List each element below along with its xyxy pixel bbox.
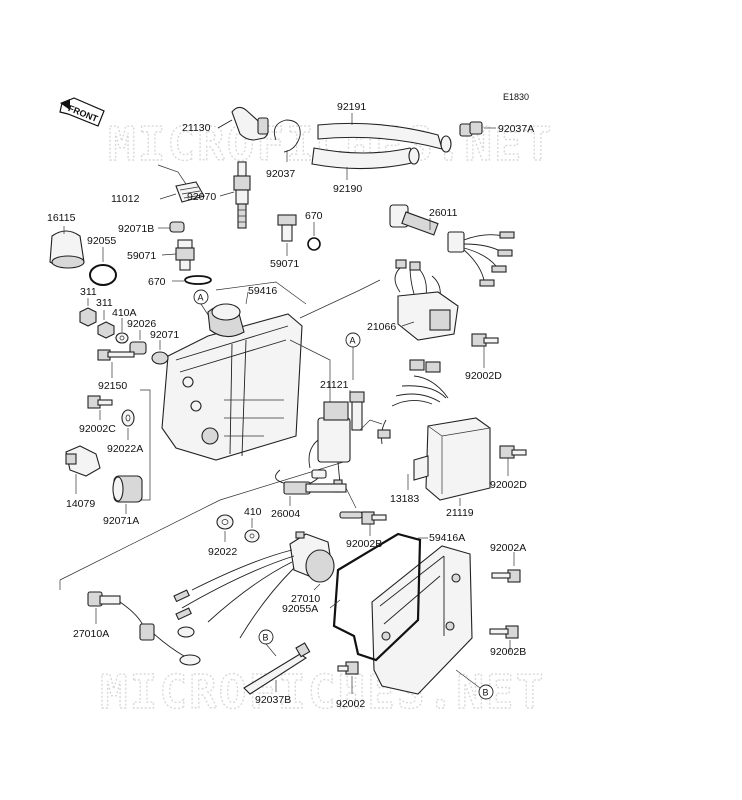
- label-27010A: 27010A: [73, 628, 109, 640]
- o-ring-670-left-icon: [184, 275, 212, 285]
- bolt-92002B-upper-icon: [361, 511, 387, 525]
- label-16115: 16115: [47, 212, 76, 224]
- label-26011: 26011: [429, 207, 458, 219]
- label-92191: 92191: [337, 101, 366, 113]
- label-92002C: 92002C: [79, 423, 116, 435]
- label-92071B: 92071B: [118, 223, 154, 235]
- sensor-27010A-icon: [87, 591, 201, 666]
- o-ring-92055-icon: [89, 264, 117, 286]
- label-670-right: 670: [305, 210, 323, 222]
- washer-410A-icon: [115, 332, 129, 344]
- label-410: 410: [244, 506, 262, 518]
- cap-16115-icon: [49, 230, 85, 269]
- svg-text:B: B: [483, 688, 489, 698]
- washer-92022-icon: [216, 514, 234, 530]
- collar-92026-icon: [129, 341, 147, 355]
- label-92070: 92070: [187, 191, 216, 203]
- label-92055A: 92055A: [282, 603, 318, 615]
- cover-59416A-icon: [371, 545, 473, 695]
- ref-b-right: B: [478, 684, 494, 700]
- label-311-b: 311: [96, 297, 113, 309]
- cushion-92071A-icon: [112, 475, 143, 503]
- label-59071-right: 59071: [270, 258, 299, 270]
- washer-410-icon: [244, 529, 260, 543]
- label-13183: 13183: [390, 493, 419, 505]
- label-21121: 21121: [320, 379, 349, 391]
- washer-92022A-icon: [121, 409, 135, 427]
- clamp-92037-icon: [273, 119, 301, 162]
- label-92002A: 92002A: [490, 542, 526, 554]
- label-92002D-upper: 92002D: [465, 370, 502, 382]
- svg-text:A: A: [198, 293, 204, 303]
- label-59071-left: 59071: [127, 250, 156, 262]
- svg-text:A: A: [350, 336, 356, 346]
- bolt-92002B-lower-icon: [489, 625, 519, 639]
- switch-26011-icon: [389, 204, 515, 287]
- hose-92191-icon: [317, 122, 452, 153]
- grommet-92071B-icon: [169, 221, 185, 233]
- label-59416: 59416: [248, 285, 277, 297]
- label-27010: 27010: [291, 593, 320, 605]
- label-92037B: 92037B: [255, 694, 291, 706]
- diagram-code: E1830: [503, 92, 529, 102]
- electrical-box-59416-icon: [161, 281, 307, 461]
- grommet-92071-icon: [151, 351, 169, 365]
- label-92002D-lower: 92002D: [490, 479, 527, 491]
- strap-92037B-icon: [243, 642, 311, 695]
- label-59416A: 59416A: [429, 532, 465, 544]
- air-filter-11012-icon: [175, 181, 205, 203]
- front-arrow-icon: FRONT: [59, 97, 105, 127]
- clamp-92037A-icon: [459, 121, 483, 137]
- label-92022A: 92022A: [107, 443, 143, 455]
- label-26004: 26004: [271, 508, 300, 520]
- bolt-92002A-icon: [491, 569, 521, 583]
- hose-92190-icon: [311, 147, 420, 170]
- probe-26004-tip-icon: [339, 511, 363, 519]
- gasket-92055A-icon: [332, 532, 422, 662]
- label-92190: 92190: [333, 183, 362, 195]
- label-92055: 92055: [87, 235, 116, 247]
- nut-311-b-icon: [97, 321, 115, 339]
- label-92037: 92037: [266, 168, 295, 180]
- label-670-left: 670: [148, 276, 166, 288]
- label-92002B-lower: 92002B: [490, 646, 526, 658]
- bolt-92002C-icon: [87, 395, 113, 409]
- sensor-14079-icon: [65, 445, 101, 477]
- bolt-92002D-upper-icon: [471, 333, 499, 347]
- o-ring-670-right-icon: [307, 237, 321, 251]
- label-92150: 92150: [98, 380, 127, 392]
- bolt-92002-icon: [337, 661, 359, 675]
- label-21066: 21066: [367, 321, 396, 333]
- label-92002B-upper: 92002B: [346, 538, 382, 550]
- bolt-92002D-lower-icon: [499, 445, 527, 459]
- label-92002: 92002: [336, 698, 365, 710]
- nut-311-a-icon: [79, 307, 97, 327]
- spark-plug-cap-icon: [217, 106, 269, 141]
- label-21119: 21119: [446, 507, 474, 519]
- label-92026: 92026: [127, 318, 156, 330]
- ref-a-left: A: [193, 289, 209, 305]
- bolt-92150-icon: [97, 349, 135, 361]
- label-92071A: 92071A: [103, 515, 139, 527]
- spark-plug-92070-icon: [233, 161, 251, 229]
- label-92037A: 92037A: [498, 123, 534, 135]
- cdi-unit-21119-icon: [377, 359, 491, 501]
- svg-text:B: B: [263, 633, 269, 643]
- label-410A: 410A: [112, 307, 137, 319]
- fitting-59071-right-icon: [277, 214, 297, 242]
- label-14079: 14079: [66, 498, 95, 510]
- relay-27010-icon: [173, 531, 335, 639]
- label-92022: 92022: [208, 546, 237, 558]
- label-11012: 11012: [111, 193, 140, 205]
- regulator-21066-icon: [394, 259, 459, 341]
- label-311-a: 311: [80, 286, 97, 298]
- label-21130: 21130: [182, 122, 211, 134]
- ref-b-left: B: [258, 629, 274, 645]
- fitting-59071-left-icon: [175, 239, 195, 271]
- label-92071: 92071: [150, 329, 179, 341]
- watermark-bottom: MICROFICHES.NET: [100, 665, 545, 719]
- ref-a-right: A: [345, 332, 361, 348]
